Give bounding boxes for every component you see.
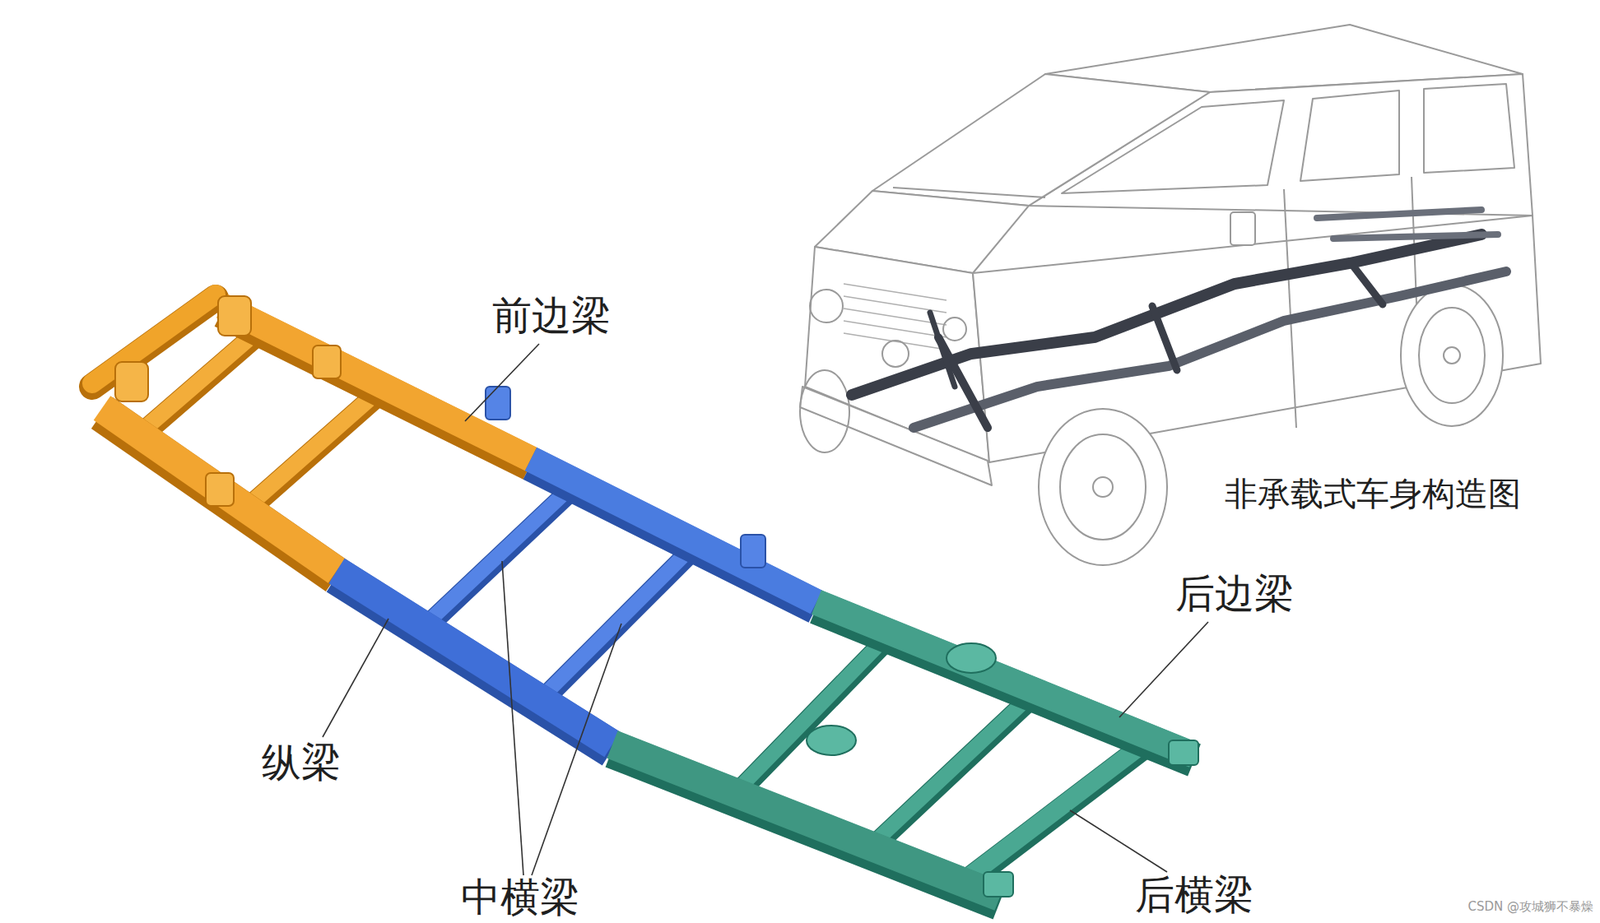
figure-caption: 非承载式车身构造图 [1224,474,1521,513]
watermark: CSDN @攻城狮不暴燥 [1467,900,1594,915]
part-label: 纵梁 [261,739,341,786]
frame-details [115,296,1199,898]
car-drawing [800,24,1541,566]
car-chassis [851,209,1507,428]
part-label: 后横梁 [1134,872,1254,918]
ladder-frame [92,294,1195,903]
leader-lines [322,344,1209,876]
part-label: 前边梁 [492,293,611,339]
part-label: 后边梁 [1175,571,1294,617]
part-label: 中横梁 [460,874,580,921]
